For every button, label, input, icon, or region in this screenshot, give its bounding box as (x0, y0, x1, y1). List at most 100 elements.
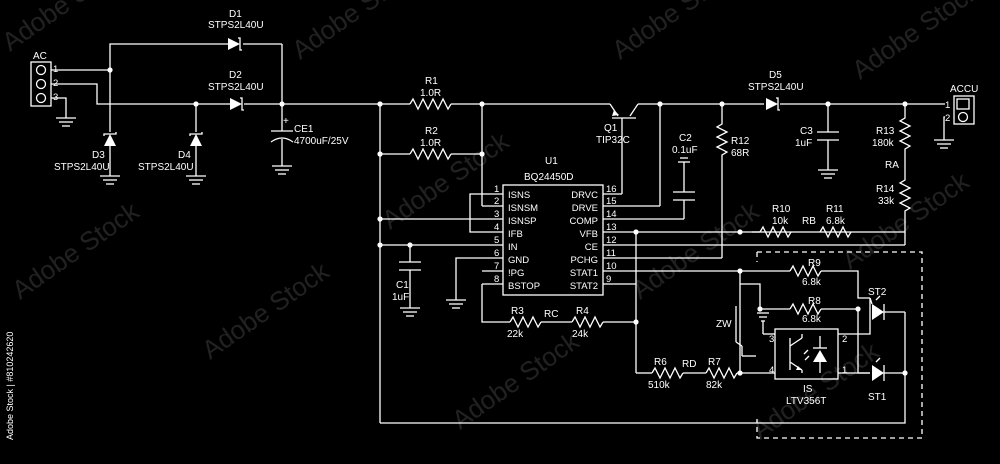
d5-part: STPS2L40U (748, 82, 804, 93)
ground-symbol (400, 307, 420, 317)
d4-ref: D4 (178, 150, 191, 161)
c2-ref: C2 (679, 133, 692, 144)
r8-value: 6.8k (802, 314, 822, 325)
r13-value: 180k (872, 138, 895, 149)
svg-text:!PG: !PG (508, 268, 524, 279)
svg-text:CE: CE (585, 242, 598, 253)
svg-text:8: 8 (494, 274, 499, 285)
svg-text:DRVE: DRVE (572, 203, 598, 214)
capacitor-c2: C2 0.1uF (672, 133, 698, 219)
opto-pin-2: 2 (842, 334, 847, 345)
svg-text:STAT1: STAT1 (570, 268, 598, 279)
svg-text:16: 16 (606, 184, 617, 195)
svg-text:ISNSP: ISNSP (508, 216, 537, 227)
r12-ref: R12 (731, 136, 750, 147)
ground-symbol (934, 139, 954, 149)
r7-ref: R7 (708, 357, 721, 368)
accu-pin-2: 2 (945, 113, 950, 124)
opto-ref: IS (803, 384, 813, 395)
transistor-q1: Q1 TIP32C (596, 103, 639, 194)
svg-text:3: 3 (494, 209, 499, 220)
c1-ref: C1 (396, 280, 409, 291)
zw-label: ZW (716, 319, 732, 330)
d2-ref: D2 (229, 70, 242, 81)
c3-ref: C3 (800, 126, 813, 137)
ground-symbol (678, 157, 690, 163)
svg-text:PCHG: PCHG (571, 255, 598, 266)
ground-symbol (186, 175, 206, 185)
rb-label: RB (802, 216, 816, 227)
r10-ref: R10 (772, 204, 791, 215)
svg-text:Adobe Stock: Adobe Stock (446, 325, 585, 435)
r1-value: 1.0R (420, 88, 441, 99)
svg-text:13: 13 (606, 222, 617, 233)
svg-text:1: 1 (494, 184, 499, 195)
r8-ref: R8 (808, 296, 821, 307)
r6-value: 510k (648, 380, 671, 391)
resistor-r12: R12 68R (715, 104, 750, 258)
diode-d4: D4 STPS2L40U (138, 132, 203, 176)
svg-text:ISNSM: ISNSM (508, 203, 538, 214)
switch-zw: ZW (716, 306, 756, 357)
diode-d2: D2 STPS2L40U (208, 70, 380, 111)
watermark-side-text: Adobe Stock | #810242620 (5, 332, 15, 440)
u1-right-pins: 16 15 14 13 12 11 10 9 DRVC DRVE COMP VF… (570, 184, 905, 292)
rd-label: RD (682, 359, 696, 370)
opto-pin-3: 3 (769, 334, 774, 345)
u1-ref: U1 (545, 156, 558, 167)
ground-symbol (272, 165, 292, 175)
opto-part: LTV356T (786, 396, 826, 407)
r2-ref: R2 (425, 126, 438, 137)
ground-symbol (100, 175, 120, 185)
ra-label: RA (885, 160, 899, 171)
r9-value: 6.8k (802, 277, 822, 288)
ac-connector-label: AC (33, 51, 47, 62)
st2-label: ST2 (868, 287, 887, 298)
r12-value: 68R (731, 148, 749, 159)
r9-ref: R9 (808, 258, 821, 269)
d5-ref: D5 (769, 70, 782, 81)
d2-part: STPS2L40U (208, 82, 264, 93)
svg-text:BSTOP: BSTOP (508, 281, 540, 292)
accu-connector-label: ACCU (950, 84, 978, 95)
r10-value: 10k (772, 216, 789, 227)
c3-value: 1uF (795, 138, 812, 149)
svg-text:Adobe Stock: Adobe Stock (0, 0, 135, 57)
ground-symbol (757, 312, 769, 322)
d3-part: STPS2L40U (54, 162, 110, 173)
r4-value: 24k (572, 329, 589, 340)
svg-text:15: 15 (606, 196, 617, 207)
ic-u1: U1 BQ24450D 1 2 3 4 5 6 7 8 ISNS ISNSM I… (482, 156, 905, 296)
ground-symbol (818, 169, 838, 179)
svg-text:Adobe Stock: Adobe Stock (196, 255, 335, 365)
resistor-r9: R9 6.8k (789, 258, 822, 288)
svg-text:2: 2 (494, 196, 499, 207)
svg-text:10: 10 (606, 261, 617, 272)
svg-text:6: 6 (494, 248, 499, 259)
r11-ref: R11 (826, 204, 844, 215)
d1-part: STPS2L40U (208, 20, 264, 31)
svg-text:Adobe Stock: Adobe Stock (606, 0, 745, 65)
diode-d5: D5 STPS2L40U (748, 70, 804, 111)
ground-symbol (56, 117, 76, 127)
r3-ref: R3 (511, 306, 524, 317)
svg-text:Adobe Stock: Adobe Stock (286, 0, 425, 65)
d4-part: STPS2L40U (138, 162, 194, 173)
q1-part: TIP32C (596, 135, 630, 146)
svg-text:STAT2: STAT2 (570, 281, 598, 292)
resistor-r14: R14 33k (876, 178, 912, 245)
diode-d3: D3 STPS2L40U (54, 132, 117, 176)
capacitor-ce1: + CE1 4700uF/25V (270, 104, 349, 166)
svg-text:Adobe Stock: Adobe Stock (626, 195, 765, 305)
svg-text:4: 4 (494, 222, 499, 233)
svg-text:12: 12 (606, 235, 617, 246)
accu-connector: ACCU 1 2 (945, 84, 978, 125)
accu-pin-1: 1 (945, 100, 950, 111)
svg-text:7: 7 (494, 261, 499, 272)
r14-ref: R14 (876, 184, 895, 195)
d1-ref: D1 (229, 9, 242, 20)
opto-pin-1: 1 (842, 365, 847, 376)
ce1-polarity: + (283, 116, 289, 127)
resistor-r8: R8 6.8k (789, 296, 822, 325)
